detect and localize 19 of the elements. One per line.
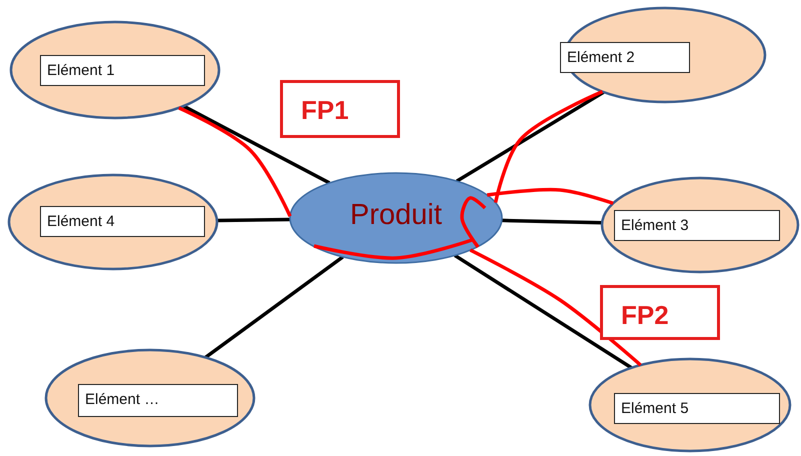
element-label: Elément 2 [560, 42, 690, 73]
function-label: FP2 [600, 285, 720, 340]
element-label: Elément 4 [40, 206, 205, 237]
function-curve [494, 90, 604, 203]
connector-line [182, 104, 330, 185]
function-curve [470, 248, 642, 366]
function-curve [178, 106, 292, 217]
function-curve [486, 188, 614, 205]
element-label: Elément … [78, 384, 238, 417]
connector-line [204, 256, 344, 359]
element-label: Elément 1 [40, 55, 205, 86]
connector-line [454, 254, 632, 370]
product-label: Produit [349, 199, 443, 232]
element-label: Elément 3 [614, 210, 780, 241]
function-label: FP1 [280, 80, 400, 138]
connector-line [502, 218, 602, 224]
element-label: Elément 5 [614, 393, 780, 424]
connector-line [456, 90, 605, 183]
connector-line [216, 218, 290, 222]
